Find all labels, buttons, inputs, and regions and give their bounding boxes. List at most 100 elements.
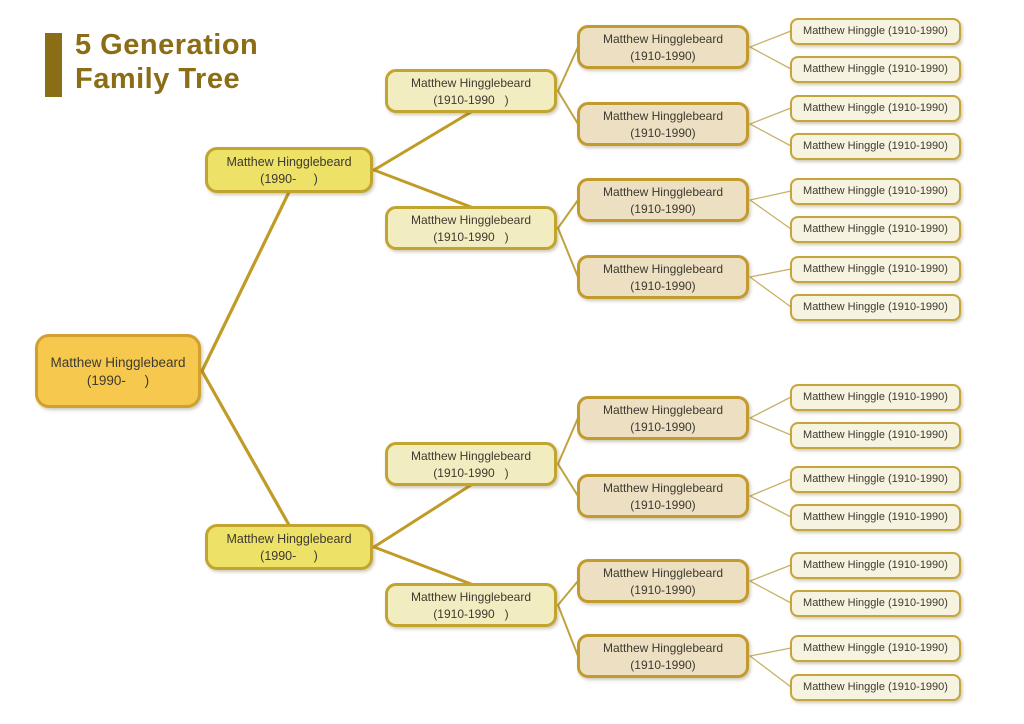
person-name: Matthew Hinggle (1910-1990) [803, 301, 948, 313]
person-name: Matthew Hingglebeard [602, 261, 724, 276]
person-dates: (1910-1990 ) [433, 229, 509, 244]
person-node-gen3-4: Matthew Hingglebeard(1910-1990 ) [385, 583, 557, 627]
person-node-gen4-6: Matthew Hingglebeard(1910-1990) [577, 474, 749, 518]
connector-gen4-to-gen5 [749, 190, 792, 201]
connector-gen3-to-gen4 [557, 227, 579, 278]
person-name: Matthew Hingglebeard [602, 640, 724, 655]
person-dates: (1910-1990) [630, 48, 696, 63]
title-block: 5 Generation Family Tree [45, 28, 258, 97]
person-node-gen4-3: Matthew Hingglebeard (1910-1990) [577, 178, 749, 222]
person-dates: (1990- ) [260, 548, 318, 563]
person-name: Matthew Hinggle (1910-1990) [803, 102, 948, 114]
person-name: Matthew Hinggle (1910-1990) [803, 185, 948, 197]
person-node-gen5-10: Matthew Hinggle (1910-1990) [790, 421, 961, 449]
person-node-gen5-2: Matthew Hinggle (1910-1990) [790, 55, 961, 83]
person-node-gen3-1: Matthew Hingglebeard (1910-1990 ) [385, 69, 557, 113]
person-name: Matthew Hingglebeard [602, 480, 724, 495]
connector-gen4-to-gen5 [749, 417, 792, 436]
person-node-gen5-13: Matthew Hinggle (1910-1990) [790, 551, 961, 579]
person-node-gen3-3: Matthew Hingglebeard (1910-1990 ) [385, 442, 557, 486]
person-name: Matthew Hinggle (1910-1990) [803, 140, 948, 152]
person-node-gen5-15: Matthew Hinggle (1910-1990) [790, 634, 961, 662]
person-name: Matthew Hinggle (1910-1990) [803, 263, 948, 275]
person-dates: (1910-1990) [630, 201, 696, 216]
person-node-gen2-2: Matthew Hingglebeard (1990- ) [205, 524, 373, 570]
person-node-gen4-8: Matthew Hingglebeard (1910-1990) [577, 634, 749, 678]
person-name: Matthew Hinggle (1910-1990) [803, 642, 948, 654]
person-name: Matthew Hinggle (1910-1990) [803, 511, 948, 523]
person-dates: (1910-1990) [630, 657, 696, 672]
connector-gen4-to-gen5 [749, 655, 792, 688]
person-node-gen5-12: Matthew Hinggle (1910-1990) [790, 503, 961, 531]
person-name: Matthew Hingglebeard [410, 589, 532, 604]
person-node-gen5-4: Matthew Hinggle (1910-1990) [790, 132, 961, 160]
person-name: Matthew Hingglebeard [602, 184, 724, 199]
title-accent-bar [45, 33, 62, 97]
person-node-gen4-5: Matthew Hingglebeard(1910-1990) [577, 396, 749, 440]
person-node-gen5-16: Matthew Hinggle (1910-1990) [790, 673, 961, 701]
connector-gen1-to-gen2 [200, 369, 291, 527]
person-node-gen5-5: Matthew Hinggle (1910-1990) [790, 177, 961, 205]
connector-gen4-to-gen5 [749, 123, 792, 147]
connector-gen2-to-gen3 [372, 110, 473, 172]
person-name: Matthew Hingglebeard [410, 212, 532, 227]
person-node-gen5-7: Matthew Hinggle (1910-1990) [790, 255, 961, 283]
connector-gen4-to-gen5 [749, 564, 792, 582]
person-name: Matthew Hingglebeard [50, 354, 186, 370]
person-name: Matthew Hinggle (1910-1990) [803, 559, 948, 571]
person-node-gen5-6: Matthew Hinggle (1910-1990) [790, 215, 961, 243]
person-name: Matthew Hinggle (1910-1990) [803, 473, 948, 485]
person-node-gen5-8: Matthew Hinggle (1910-1990) [790, 293, 961, 321]
connector-gen2-to-gen3 [372, 168, 473, 209]
person-node-gen5-1: Matthew Hinggle (1910-1990) [790, 17, 961, 45]
connector-gen4-to-gen5 [749, 46, 792, 70]
person-node-gen5-9: Matthew Hinggle (1910-1990) [790, 383, 961, 411]
person-name: Matthew Hingglebeard [226, 531, 352, 546]
connector-gen3-to-gen4 [557, 463, 579, 497]
connector-gen2-to-gen3 [372, 545, 473, 586]
person-dates: (1910-1990 ) [433, 465, 509, 480]
person-name: Matthew Hinggle (1910-1990) [803, 63, 948, 75]
person-dates: (1910-1990 ) [433, 92, 509, 107]
page-title: 5 Generation Family Tree [75, 28, 258, 96]
person-node-gen5-3: Matthew Hinggle (1910-1990) [790, 94, 961, 122]
person-name: Matthew Hinggle (1910-1990) [803, 25, 948, 37]
connector-gen3-to-gen4 [557, 604, 579, 657]
connector-gen3-to-gen4 [557, 90, 579, 125]
connector-gen3-to-gen4 [557, 46, 579, 92]
person-node-gen5-14: Matthew Hinggle (1910-1990) [790, 589, 961, 617]
person-name: Matthew Hingglebeard [410, 448, 532, 463]
connector-gen4-to-gen5 [749, 580, 792, 604]
person-dates: (1990- ) [86, 372, 150, 388]
person-name: Matthew Hinggle (1910-1990) [803, 391, 948, 403]
person-node-gen5-11: Matthew Hinggle (1910-1990) [790, 465, 961, 493]
person-name: Matthew Hingglebeard [602, 31, 724, 46]
connector-gen4-to-gen5 [749, 199, 792, 230]
person-name: Matthew Hinggle (1910-1990) [803, 681, 948, 693]
connector-gen4-to-gen5 [749, 268, 792, 278]
person-node-gen3-2: Matthew Hingglebeard (1910-1990 ) [385, 206, 557, 250]
connector-gen4-to-gen5 [749, 276, 792, 308]
connector-gen4-to-gen5 [749, 396, 792, 419]
person-name: Matthew Hingglebeard [602, 108, 724, 123]
person-name: Matthew Hingglebeard [226, 154, 352, 169]
person-node-gen4-7: Matthew Hingglebeard(1910-1990) [577, 559, 749, 603]
person-dates: (1910-1990) [630, 419, 696, 434]
connector-gen3-to-gen4 [557, 580, 579, 606]
connector-gen3-to-gen4 [557, 417, 579, 465]
person-name: Matthew Hinggle (1910-1990) [803, 429, 948, 441]
connector-gen2-to-gen3 [372, 483, 473, 549]
person-name: Matthew Hingglebeard [410, 75, 532, 90]
page-title-line2: Family Tree [75, 63, 241, 95]
person-node-gen2-1: Matthew Hingglebeard(1990- ) [205, 147, 373, 193]
person-name: Matthew Hinggle (1910-1990) [803, 597, 948, 609]
page-title-line1: 5 Generation [75, 29, 259, 61]
connector-gen1-to-gen2 [200, 190, 291, 373]
person-name: Matthew Hingglebeard [602, 565, 724, 580]
person-node-gen4-2: Matthew Hingglebeard (1910-1990) [577, 102, 749, 146]
person-name: Matthew Hinggle (1910-1990) [803, 223, 948, 235]
person-dates: (1910-1990) [630, 125, 696, 140]
person-node-gen4-1: Matthew Hingglebeard (1910-1990) [577, 25, 749, 69]
